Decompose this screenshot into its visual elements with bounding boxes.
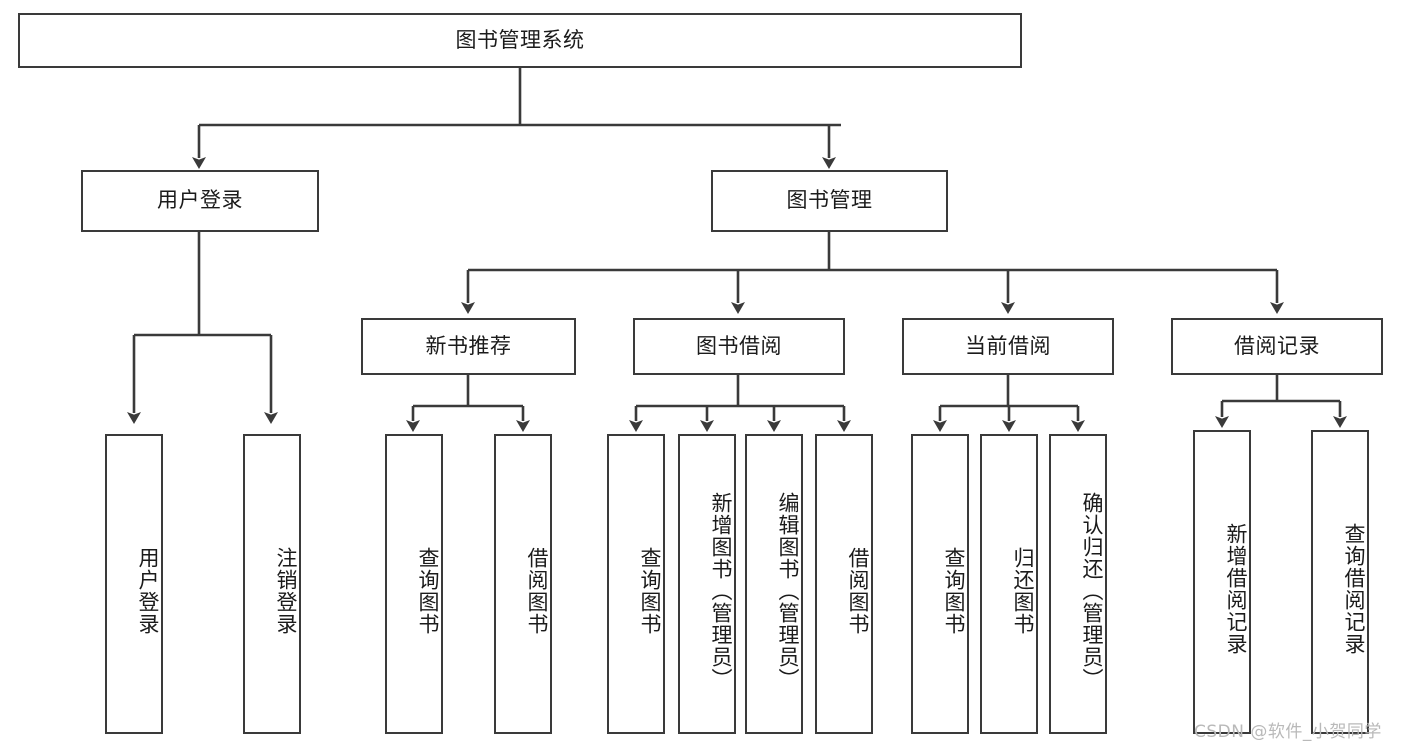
leaf-label: 查询借阅记录 [1342,523,1366,655]
csdn-watermark: CSDN @软件_小贺同学 [1194,722,1382,742]
leaf-book-borrow-borrow[interactable]: 借阅图书 [815,434,873,734]
leaf-borrow-record-add[interactable]: 新增借阅记录 [1193,430,1251,734]
node-book-management[interactable]: 图书管理 [711,170,948,232]
leaf-borrow-record-query[interactable]: 查询借阅记录 [1311,430,1369,734]
node-root-system[interactable]: 图书管理系统 [18,13,1022,68]
leaf-book-borrow-query[interactable]: 查询图书 [607,434,665,734]
leaf-label: 借阅图书 [846,547,870,635]
leaf-label: 查询图书 [416,547,440,635]
node-new-book-recommend[interactable]: 新书推荐 [361,318,576,375]
leaf-label: 借阅图书 [525,547,549,635]
leaf-user-login-login[interactable]: 用户登录 [105,434,163,734]
leaf-user-login-logout[interactable]: 注销登录 [243,434,301,734]
leaf-label: 编辑图书（管理员） [776,492,800,690]
node-user-login[interactable]: 用户登录 [81,170,319,232]
node-current-borrow[interactable]: 当前借阅 [902,318,1114,375]
leaf-label: 查询图书 [942,547,966,635]
leaf-current-borrow-query[interactable]: 查询图书 [911,434,969,734]
leaf-label: 归还图书 [1011,547,1035,635]
leaf-label: 新增借阅记录 [1224,523,1248,655]
node-borrow-record[interactable]: 借阅记录 [1171,318,1383,375]
node-book-borrow[interactable]: 图书借阅 [633,318,845,375]
leaf-label: 确认归还（管理员） [1080,492,1104,690]
leaf-label: 注销登录 [274,547,298,635]
leaf-book-borrow-edit[interactable]: 编辑图书（管理员） [745,434,803,734]
leaf-label: 用户登录 [136,547,160,635]
leaf-new-book-borrow[interactable]: 借阅图书 [494,434,552,734]
leaf-current-borrow-return[interactable]: 归还图书 [980,434,1038,734]
leaf-label: 查询图书 [638,547,662,635]
leaf-book-borrow-add[interactable]: 新增图书（管理员） [678,434,736,734]
leaf-current-borrow-confirm[interactable]: 确认归还（管理员） [1049,434,1107,734]
leaf-label: 新增图书（管理员） [709,492,733,690]
leaf-new-book-query[interactable]: 查询图书 [385,434,443,734]
